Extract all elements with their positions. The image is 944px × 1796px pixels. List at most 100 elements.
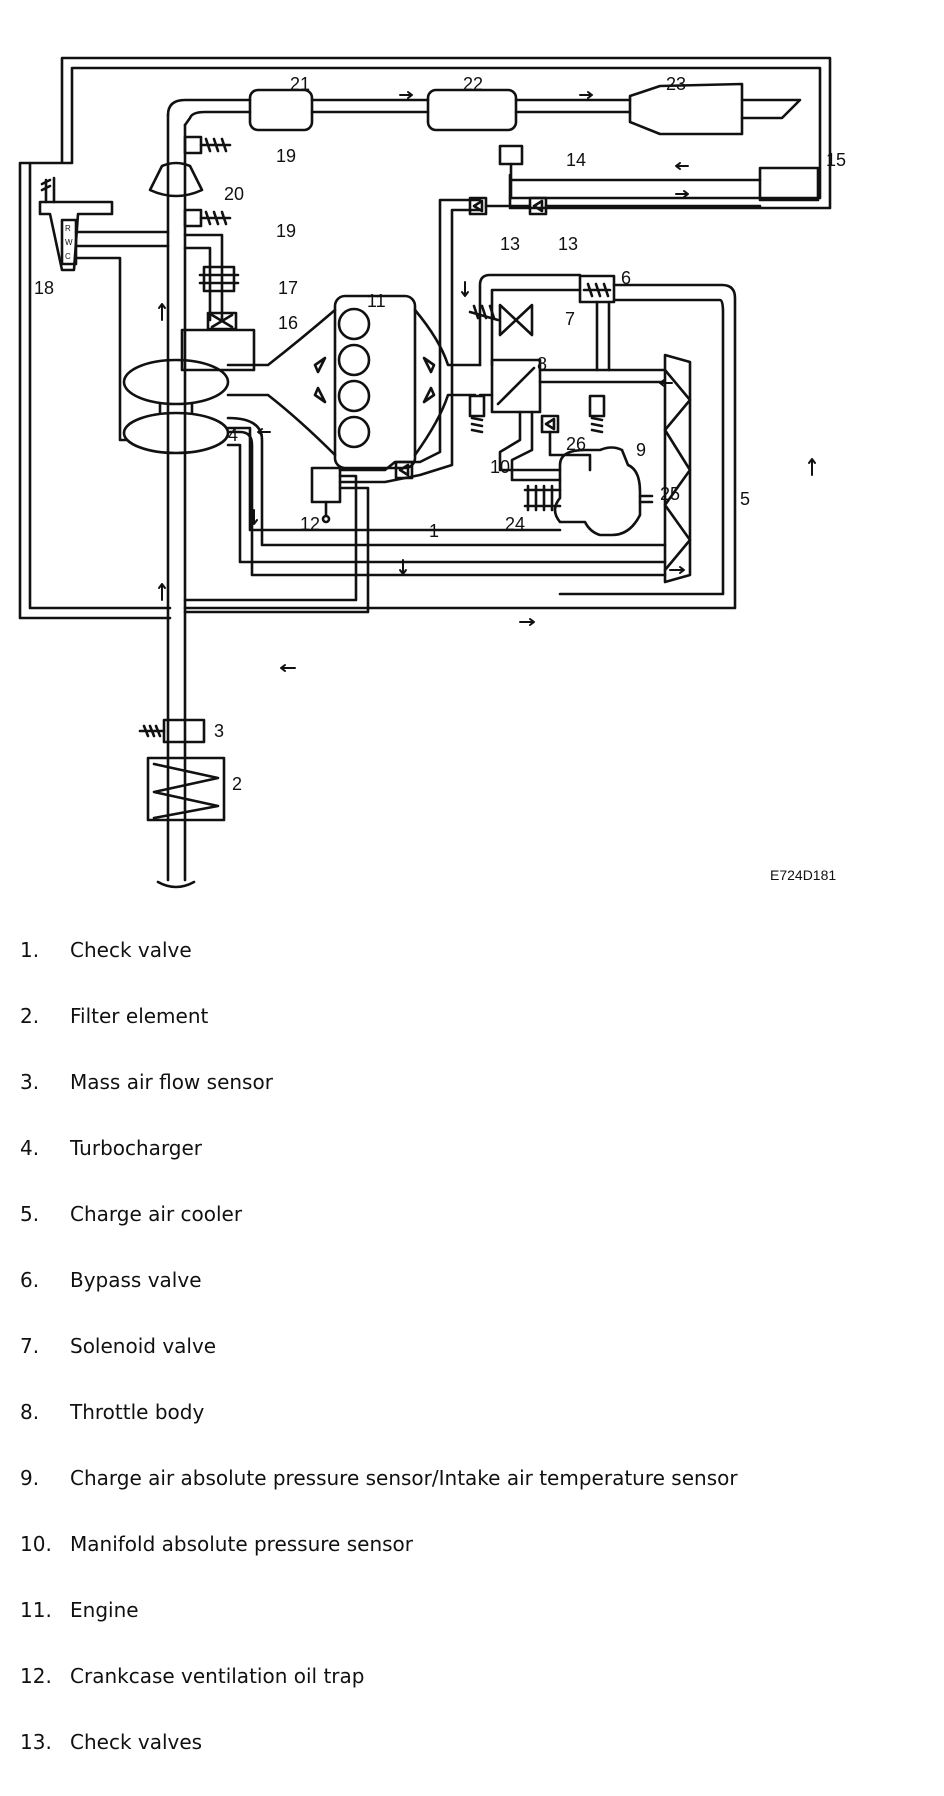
component-legend: 1. Check valve 2. Filter element 3. Mass ai…: [20, 938, 920, 1796]
legend-number: 13.: [20, 1730, 52, 1754]
label-17: 17: [278, 278, 298, 298]
turbo-compressor: [122, 358, 230, 406]
filter-element-2: [146, 756, 226, 822]
label-1: 1: [429, 521, 439, 541]
sensor-10: [468, 394, 486, 434]
throttle-body-8: [490, 358, 542, 414]
component-20: [148, 161, 204, 198]
label-19a: 19: [276, 146, 296, 166]
label-10: 10: [490, 457, 510, 477]
label-2: 2: [232, 774, 242, 794]
label-4: 4: [228, 425, 238, 445]
legend-item: 1. Check valve: [20, 938, 920, 1004]
legend-number: 12.: [20, 1664, 52, 1688]
turbo-turbine: [122, 411, 230, 455]
label-11: 11: [367, 291, 386, 311]
exhaust-pipe: [310, 98, 802, 120]
legend-item: 9. Charge air absolute pressure sensor/In…: [20, 1466, 920, 1532]
legend-text: Charge air absolute pressure sensor/Inta…: [70, 1466, 738, 1490]
label-16: 16: [278, 313, 298, 333]
legend-number: 1.: [20, 938, 40, 962]
figure-code: E724D181: [770, 867, 836, 883]
label-5: 5: [740, 489, 750, 509]
legend-number: 11.: [20, 1598, 52, 1622]
legend-number: 2.: [20, 1004, 40, 1028]
label-24: 24: [505, 514, 525, 534]
main-intake-pipe: [166, 113, 187, 882]
legend-text: Turbocharger: [70, 1136, 203, 1160]
label-23: 23: [666, 74, 686, 94]
legend-number: 5.: [20, 1202, 40, 1226]
intake-manifold-right: [413, 308, 482, 457]
legend-number: 6.: [20, 1268, 40, 1292]
label-20: 20: [224, 184, 244, 204]
intake-manifold-left: [226, 308, 337, 457]
component-14: [498, 144, 524, 166]
label-13b: 13: [558, 234, 578, 254]
legend-text: Check valves: [70, 1730, 203, 1754]
legend-number: 7.: [20, 1334, 40, 1358]
label-25: 25: [660, 484, 680, 504]
label-14: 14: [566, 150, 586, 170]
sensor-19-upper: [183, 135, 232, 155]
label-12: 12: [300, 514, 320, 534]
engine-block: [333, 294, 417, 470]
exhaust-header: [166, 98, 252, 127]
legend-item: 11. Engine: [20, 1598, 920, 1664]
legend-item: 7. Solenoid valve: [20, 1334, 920, 1400]
legend-text: Filter element: [70, 1004, 209, 1028]
legend-number: 4.: [20, 1136, 40, 1160]
legend-text: Throttle body: [70, 1400, 205, 1424]
check-valve-1: [394, 460, 414, 480]
legend-number: 8.: [20, 1400, 40, 1424]
legend-text: Bypass valve: [70, 1268, 202, 1292]
charge-air-cooler-5: [663, 353, 692, 584]
label-22: 22: [463, 74, 483, 94]
component-23: [628, 82, 744, 136]
legend-item: 10. Manifold absolute pressure sensor: [20, 1532, 920, 1598]
outer-return-pipe: [18, 56, 832, 620]
label-13a: 13: [500, 234, 520, 254]
label-26: 26: [566, 434, 586, 454]
label-15: 15: [826, 150, 846, 170]
label-7: 7: [565, 309, 575, 329]
label-21: 21: [290, 74, 310, 94]
sensor-19-lower: [183, 208, 232, 228]
legend-number: 10.: [20, 1532, 52, 1556]
component-21: [248, 88, 314, 132]
component-17: [202, 265, 236, 293]
pin-r: R: [65, 224, 71, 233]
legend-item: 3. Mass air flow sensor: [20, 1070, 920, 1136]
legend-item: 2. Filter element: [20, 1004, 920, 1070]
legend-item: 13. Check valves: [20, 1730, 920, 1796]
label-9: 9: [636, 440, 646, 460]
component-25: [553, 446, 642, 537]
legend-number: 9.: [20, 1466, 40, 1490]
legend-text: Mass air flow sensor: [70, 1070, 273, 1094]
pin-w: W: [65, 238, 73, 247]
component-26: [540, 414, 560, 434]
legend-text: Crankcase ventilation oil trap: [70, 1664, 365, 1688]
label-3: 3: [214, 721, 224, 741]
flow-arrows: [158, 91, 816, 672]
legend-item: 8. Throttle body: [20, 1400, 920, 1466]
label-6: 6: [621, 268, 631, 288]
legend-number: 3.: [20, 1070, 40, 1094]
legend-text: Manifold absolute pressure sensor: [70, 1532, 413, 1556]
label-18: 18: [34, 278, 54, 298]
legend-text: Charge air cooler: [70, 1202, 243, 1226]
legend-text: Solenoid valve: [70, 1334, 217, 1358]
sensor-9: [588, 394, 606, 434]
pin-c: C: [65, 252, 71, 261]
legend-item: 6. Bypass valve: [20, 1268, 920, 1334]
mass-air-flow-sensor-3: [138, 718, 206, 744]
check-valve-13b: [528, 196, 548, 216]
legend-text: Engine: [70, 1598, 139, 1622]
label-19b: 19: [276, 221, 296, 241]
legend-text: Check valve: [70, 938, 192, 962]
label-8: 8: [537, 354, 547, 374]
air-intake-system-diagram: 1 2 3 4 5 6 7 8 9 10 11 12 13 13 14 15 1…: [18, 56, 846, 889]
component-15: [758, 166, 820, 202]
legend-item: 5. Charge air cooler: [20, 1202, 920, 1268]
component-22: [426, 88, 518, 132]
